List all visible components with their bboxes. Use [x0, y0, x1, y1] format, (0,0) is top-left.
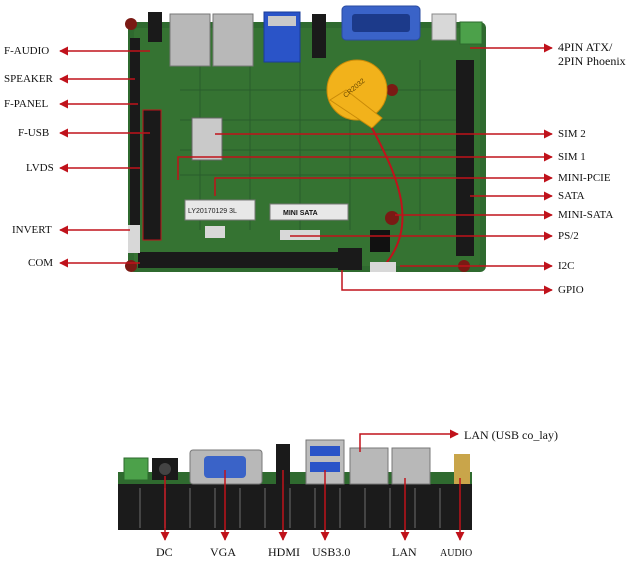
label-sim1: SIM 1: [558, 151, 586, 163]
label-usb3: USB3.0: [312, 545, 351, 559]
label-sata: SATA: [558, 190, 585, 202]
mini-sata-slot-text: MINI SATA: [283, 210, 318, 217]
label-hdmi: HDMI: [268, 545, 300, 559]
board-sticker-text: LY20170129 3L: [188, 208, 237, 215]
label-lan: LAN: [392, 545, 417, 559]
label-vga: VGA: [210, 545, 236, 559]
label-gpio: GPIO: [558, 284, 584, 296]
label-f-usb: F-USB: [18, 127, 50, 139]
label-mini-pcie: MINI-PCIE: [558, 172, 611, 184]
label-invert: INVERT: [12, 224, 52, 236]
label-dc: DC: [156, 545, 173, 559]
label-speaker: SPEAKER: [4, 73, 53, 85]
bottom-board: [118, 439, 472, 530]
left-arrows: [59, 46, 150, 268]
label-atx-line2: 2PIN Phoenix: [558, 54, 626, 68]
label-mini-sata: MINI-SATA: [558, 209, 614, 221]
label-f-audio: F-AUDIO: [4, 45, 50, 57]
label-audio: AUDIO: [440, 548, 473, 559]
bottom-arrows: [160, 429, 465, 541]
label-atx-line1: 4PIN ATX/: [558, 40, 613, 54]
label-sim2: SIM 2: [558, 128, 586, 140]
label-lvds: LVDS: [26, 162, 54, 174]
label-ps2: PS/2: [558, 230, 579, 242]
top-board: LY20170129 3L MINI SATA CR2032: [125, 5, 486, 272]
label-i2c: I2C: [558, 260, 575, 272]
label-com: COM: [28, 257, 54, 269]
right-arrows: [177, 43, 553, 295]
label-lan-usb-colay: LAN (USB co_lay): [464, 428, 558, 442]
label-f-panel: F-PANEL: [4, 98, 49, 110]
